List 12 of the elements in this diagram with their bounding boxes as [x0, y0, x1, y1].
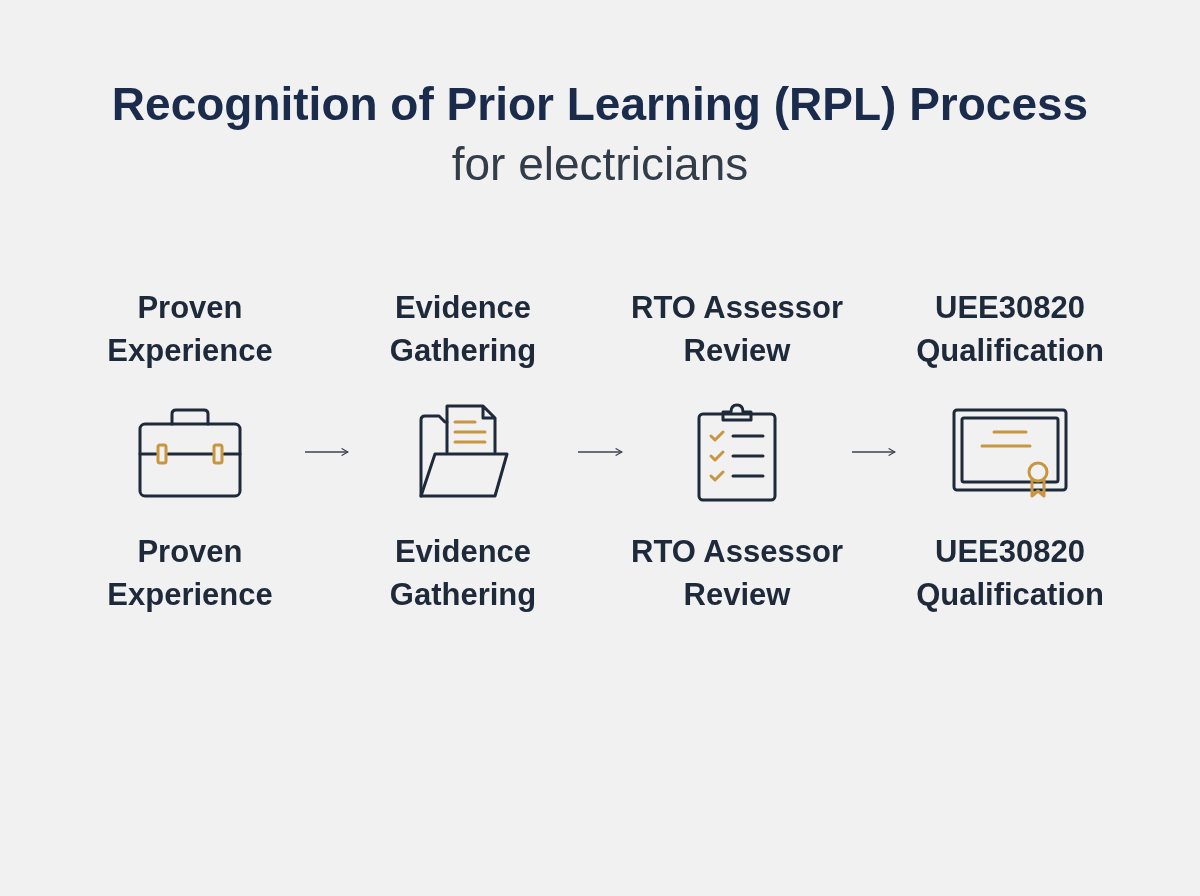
step-heading: Evidence Gathering	[388, 289, 538, 370]
step-label: Proven Experience	[106, 533, 274, 614]
arrow	[851, 447, 896, 457]
title: Recognition of Prior Learning (RPL) Process for electricians	[110, 77, 1090, 192]
step-heading: Proven Experience	[106, 289, 274, 370]
arrow	[304, 447, 349, 457]
step-heading: UEE30820 Qualification	[915, 289, 1105, 370]
step-label: RTO Assessor Review	[630, 533, 844, 614]
step-label: UEE30820 Qualification	[915, 533, 1105, 614]
step-label: Evidence Gathering	[388, 533, 538, 614]
step-heading: RTO Assessor Review	[630, 289, 844, 370]
arrow	[577, 447, 623, 457]
